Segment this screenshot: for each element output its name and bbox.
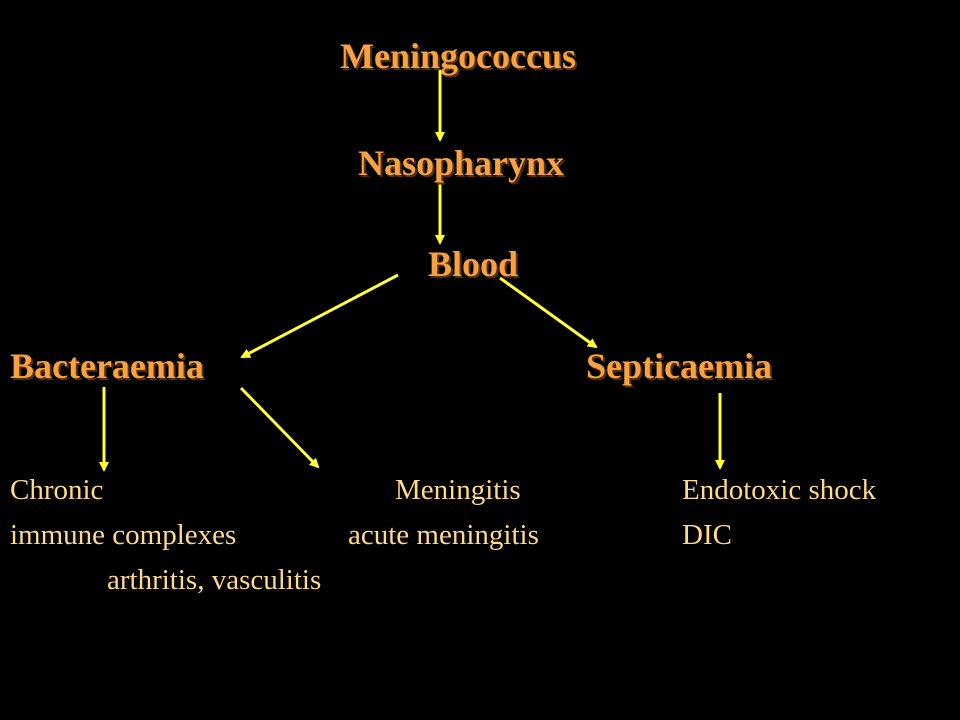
note-meningitis: Meningitis [395,474,521,506]
note-immune-complexes: immune complexes [10,519,237,551]
arrow-blood-to-bacteraemia [240,273,399,359]
note-chronic: Chronic [10,474,104,506]
node-meningococcus: Meningococcus [340,36,576,76]
note-arthritis-vasculitis: arthritis, vasculitis [107,564,322,596]
node-nasopharynx: Nasopharynx [358,143,565,183]
arrow-blood-to-septicaemia [499,276,598,349]
node-septicaemia: Septicaemia [586,346,772,386]
note-dic: DIC [682,519,732,551]
arrow-bacteraemia-to-meningitis [239,386,320,469]
node-bacteraemia: Bacteraemia [10,346,204,386]
note-endotoxic-shock: Endotoxic shock [682,474,877,506]
note-acute-meningitis: acute meningitis [348,519,539,551]
node-blood: Blood [428,244,519,284]
